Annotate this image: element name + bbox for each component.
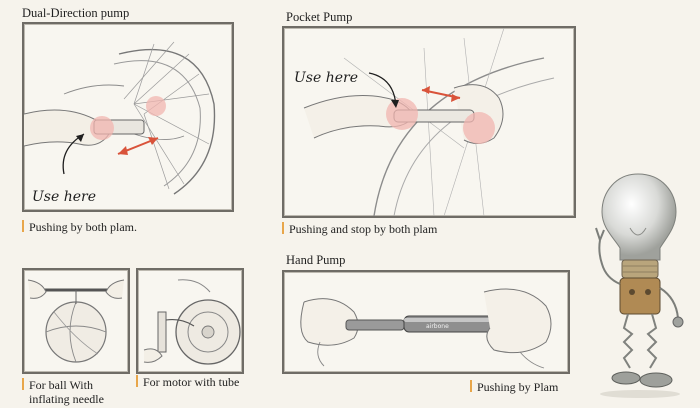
pump-brand-label: airbone	[426, 323, 449, 330]
pocket-pump-annotation: Use here	[294, 70, 358, 86]
pocket-pump-sketch: Use here	[282, 26, 576, 218]
hand-pump-title: Hand Pump	[286, 253, 346, 267]
dual-pump-caption: Pushing by both plam.	[22, 220, 137, 234]
caption-accent-bar	[282, 222, 284, 234]
dual-pump-title: Dual-Direction pump	[22, 6, 130, 20]
motor-pump-caption: For motor with tube	[136, 375, 239, 389]
pocket-pump-caption: Pushing and stop by both plam	[282, 222, 437, 236]
caption-accent-bar	[470, 380, 472, 392]
caption-accent-bar	[22, 220, 24, 232]
hand-pump-caption: Pushing by Plam	[470, 380, 558, 394]
ball-pump-sketch	[22, 268, 130, 374]
caption-accent-bar	[136, 375, 138, 387]
pocket-pump-title: Pocket Pump	[286, 10, 353, 24]
dual-pump-sketch: Use here	[22, 22, 234, 212]
caption-accent-bar	[22, 378, 24, 390]
dual-pump-annotation: Use here	[32, 189, 96, 205]
lightbulb-robot-illustration	[580, 168, 696, 402]
hand-pump-sketch: airbone	[282, 270, 570, 374]
ball-pump-caption: For ball With inflating needle	[22, 378, 104, 406]
motor-pump-sketch	[136, 268, 244, 374]
